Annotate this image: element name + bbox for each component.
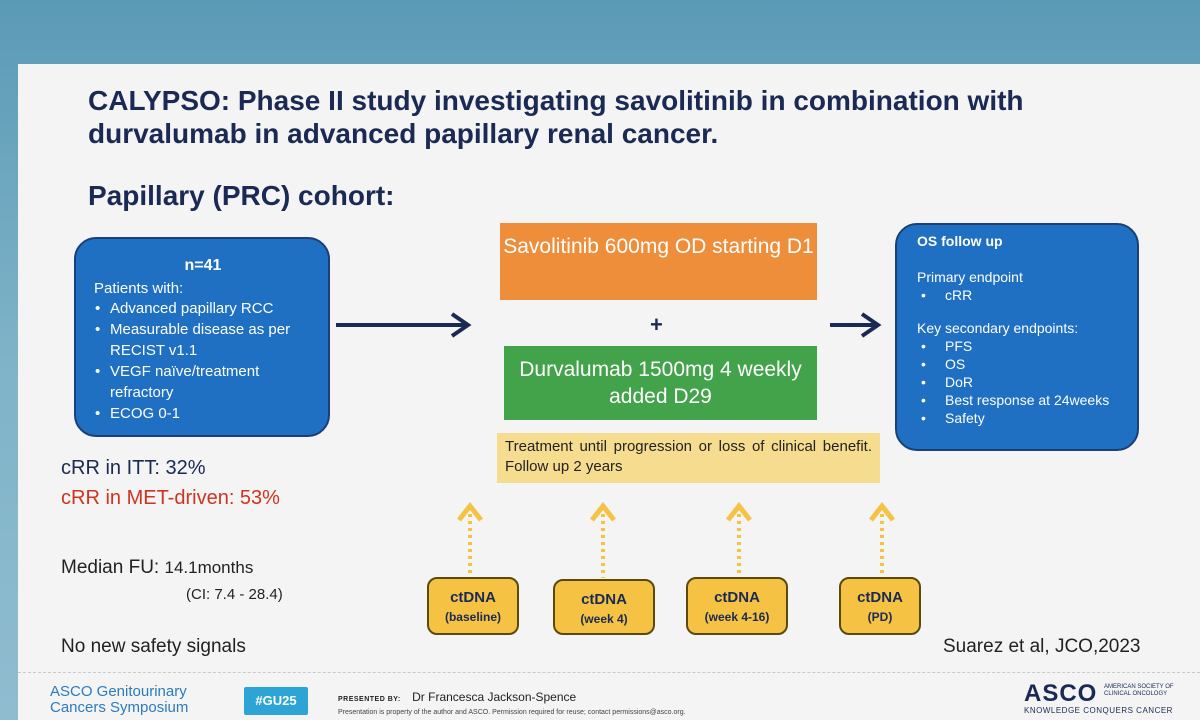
median-fu-label: Median FU: xyxy=(61,557,160,578)
patients-list: Advanced papillary RCC Measurable diseas… xyxy=(94,298,312,424)
list-item: Measurable disease as per RECIST v1.1 xyxy=(94,319,312,361)
median-fu: Median FU: 14.1months xyxy=(61,557,253,579)
secondary-endpoints-label: Key secondary endpoints: xyxy=(917,320,1079,336)
list-item: PFS xyxy=(917,337,1125,355)
dotted-up-arrow-icon xyxy=(590,501,616,578)
presenter-name: Dr Francesca Jackson-Spence xyxy=(412,690,577,704)
list-item: Safety xyxy=(917,409,1125,427)
asco-wordmark: ASCO xyxy=(1024,680,1098,707)
list-item: ECOG 0-1 xyxy=(94,403,312,424)
dotted-up-arrow-icon xyxy=(726,501,752,578)
asco-logo: ASCO AMERICAN SOCIETY OF CLINICAL ONCOLO… xyxy=(1024,680,1174,715)
ctdna-week4-box: ctDNA (week 4) xyxy=(553,579,655,635)
meeting-line2: Cancers Symposium xyxy=(50,699,189,716)
ctdna-week4-16-box: ctDNA (week 4-16) xyxy=(686,577,788,635)
ctdna-label: ctDNA xyxy=(857,589,903,606)
slide-title: CALYPSO: Phase II study investigating sa… xyxy=(88,85,1024,149)
endpoints-header: OS follow up xyxy=(917,233,1003,249)
ctdna-timepoint: (PD) xyxy=(867,610,893,624)
ctdna-label: ctDNA xyxy=(714,589,760,606)
hashtag-badge: #GU25 xyxy=(244,687,308,715)
list-item: Advanced papillary RCC xyxy=(94,298,312,319)
patients-n: n=41 xyxy=(184,257,222,274)
ctdna-timepoint: (baseline) xyxy=(444,610,501,624)
ctdna-label: ctDNA xyxy=(581,591,627,608)
primary-endpoint-list: cRR xyxy=(917,286,1125,304)
footer-divider xyxy=(18,672,1200,720)
secondary-endpoints-list: PFS OS DoR Best response at 24weeks Safe… xyxy=(917,337,1125,427)
arrow-right-icon xyxy=(336,312,472,338)
asco-side-text: AMERICAN SOCIETY OF CLINICAL ONCOLOGY xyxy=(1104,684,1174,697)
arrow-right-icon xyxy=(830,312,882,338)
dotted-up-arrow-icon xyxy=(869,501,895,578)
primary-endpoint-label: Primary endpoint xyxy=(917,269,1023,285)
presented-by: PRESENTED BY: Dr Francesca Jackson-Spenc… xyxy=(338,690,576,704)
presented-label: PRESENTED BY: xyxy=(338,696,401,703)
crr-itt: cRR in ITT: 32% xyxy=(61,457,206,479)
disclaimer: Presentation is property of the author a… xyxy=(338,709,686,716)
dotted-up-arrow-icon xyxy=(457,501,483,578)
cohort-subtitle: Papillary (PRC) cohort: xyxy=(88,180,395,211)
ctdna-baseline-box: ctDNA (baseline) xyxy=(427,577,519,635)
safety-statement: No new safety signals xyxy=(61,636,246,657)
median-fu-value: 14.1months xyxy=(164,558,254,577)
crr-met-driven: cRR in MET-driven: 53% xyxy=(61,487,280,509)
endpoints-box: OS follow up Primary endpoint cRR Key se… xyxy=(895,223,1139,451)
meeting-line1: ASCO Genitourinary xyxy=(50,683,187,700)
durvalumab-box: Durvalumab 1500mg 4 weekly added D29 xyxy=(504,346,817,420)
slide: CALYPSO: Phase II study investigating sa… xyxy=(18,64,1200,720)
ctdna-timepoint: (week 4-16) xyxy=(704,610,770,624)
list-item: Best response at 24weeks xyxy=(917,391,1125,409)
list-item: VEGF naïve/treatment refractory xyxy=(94,361,312,403)
meeting-logo: ASCO Genitourinary Cancers Symposium xyxy=(50,684,188,716)
list-item: DoR xyxy=(917,373,1125,391)
list-item: OS xyxy=(917,355,1125,373)
savolitinib-box: Savolitinib 600mg OD starting D1 xyxy=(500,223,817,300)
ctdna-pd-box: ctDNA (PD) xyxy=(839,577,921,635)
patients-box: n=41 Patients with: Advanced papillary R… xyxy=(74,237,330,437)
plus-sign: + xyxy=(650,312,663,337)
asco-tagline: KNOWLEDGE CONQUERS CANCER xyxy=(1024,706,1173,715)
reference: Suarez et al, JCO,2023 xyxy=(943,636,1141,657)
treatment-duration-box: Treatment until progression or loss of c… xyxy=(497,433,880,483)
list-item: cRR xyxy=(917,286,1125,304)
median-fu-ci: (CI: 7.4 - 28.4) xyxy=(186,586,283,603)
ctdna-label: ctDNA xyxy=(450,589,496,606)
patients-intro: Patients with: xyxy=(94,280,184,297)
ctdna-timepoint: (week 4) xyxy=(580,612,628,626)
